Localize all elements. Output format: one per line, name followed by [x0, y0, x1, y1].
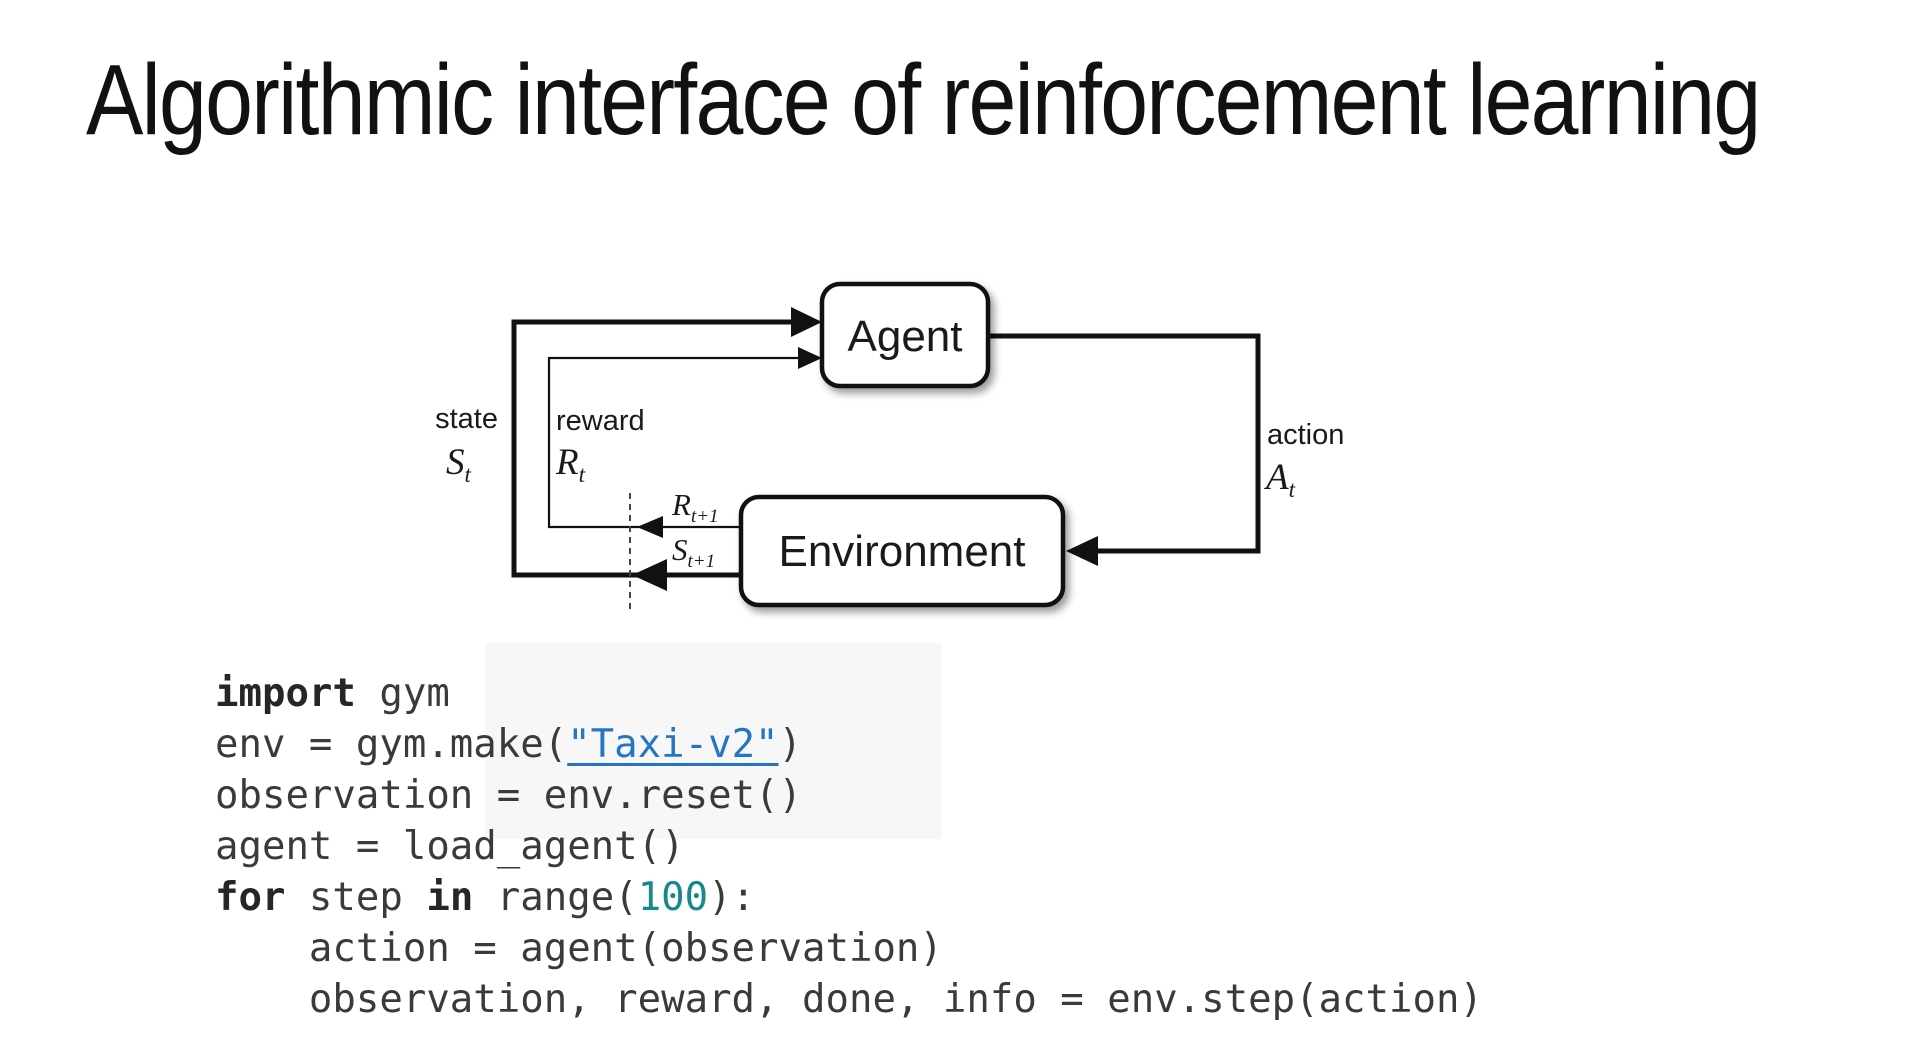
state-label: state: [435, 403, 498, 435]
code-token: observation, reward, done, info = env.st…: [215, 977, 1483, 1022]
code-token: for: [215, 875, 286, 920]
page-title: Algorithmic interface of reinforcement l…: [86, 44, 1761, 156]
next-state-arrowhead: [632, 559, 667, 591]
code-token: import: [215, 671, 356, 716]
code-token: ): [778, 722, 803, 767]
code-token: env = gym.make(: [215, 722, 568, 767]
agent-box: [819, 281, 991, 389]
code-token: agent = load_agent(): [215, 824, 685, 869]
environment-box-label: Environment: [778, 527, 1025, 576]
reward-label: reward: [556, 405, 645, 437]
code-token: 100: [637, 875, 709, 920]
taxi-v2-link[interactable]: "Taxi-v2": [567, 722, 779, 767]
action-into-environment-arrowhead: [1066, 536, 1098, 566]
state-symbol: St: [446, 442, 472, 487]
code-token: observation = env.reset(): [215, 773, 802, 818]
state-into-agent-arrowhead: [791, 307, 822, 337]
next-reward-arrowhead: [637, 516, 663, 538]
code-token: action = agent(observation): [215, 926, 943, 971]
reward-into-agent-arrowhead: [798, 347, 822, 369]
diagram-arrowheads: [632, 307, 1098, 591]
reward-symbol: Rt: [555, 442, 586, 487]
code-block: import gym env = gym.make("Taxi-v2") obs…: [215, 668, 1483, 1025]
code-token: in: [426, 875, 474, 920]
code-token: step: [285, 875, 427, 920]
state-line: [511, 319, 800, 578]
action-symbol: At: [1263, 457, 1296, 502]
action-line: [988, 333, 1261, 554]
next-reward-symbol: Rt+1: [671, 487, 719, 527]
agent-box-label: Agent: [848, 312, 963, 361]
next-state-symbol: St+1: [672, 532, 715, 572]
code-token: ):: [708, 875, 756, 920]
code-token: gym: [355, 671, 450, 716]
code-token: range(: [473, 875, 638, 920]
environment-box: [738, 494, 1066, 608]
action-label: action: [1267, 419, 1344, 451]
code-backdrop: [485, 643, 942, 839]
